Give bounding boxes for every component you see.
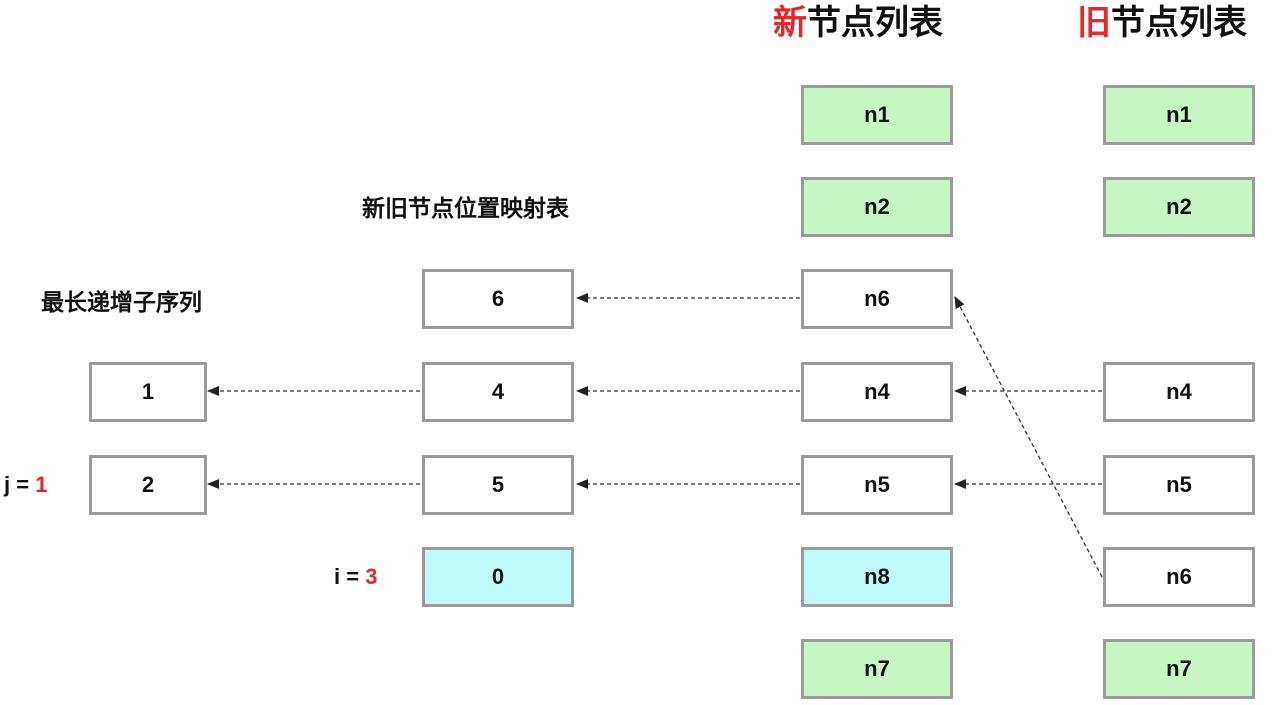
map-heading: 新旧节点位置映射表	[362, 196, 569, 222]
i-pointer-name: i =	[334, 564, 366, 589]
new-node-box: n2	[801, 177, 953, 237]
i-pointer-value: 3	[365, 564, 378, 589]
old-list-title-text: 节点列表	[1111, 3, 1247, 43]
old-node-box: n2	[1103, 177, 1255, 237]
lis-heading: 最长递增子序列	[41, 290, 202, 316]
old-list-title: 旧节点列表	[1077, 6, 1247, 40]
old-node-box: n7	[1103, 639, 1255, 699]
j-pointer-name: j =	[4, 472, 36, 497]
arrow-old-n6-to-new	[954, 296, 1103, 578]
new-node-box: n8	[801, 547, 953, 607]
new-node-box: n5	[801, 455, 953, 515]
old-node-box: n5	[1103, 455, 1255, 515]
i-pointer-label: i = 3	[334, 566, 377, 588]
lis-value-box: 1	[89, 362, 207, 422]
old-list-title-accent: 旧	[1077, 3, 1111, 43]
new-node-box: n7	[801, 639, 953, 699]
old-node-box: n6	[1103, 547, 1255, 607]
new-node-box: n4	[801, 362, 953, 422]
new-list-title: 新节点列表	[773, 6, 943, 40]
j-pointer-value: 1	[35, 472, 48, 497]
new-node-box: n1	[801, 85, 953, 145]
map-value-box: 4	[422, 362, 574, 422]
map-value-box: 5	[422, 455, 574, 515]
map-value-box: 6	[422, 269, 574, 329]
old-node-box: n4	[1103, 362, 1255, 422]
j-pointer-label: j = 1	[4, 474, 47, 496]
lis-value-box: 2	[89, 455, 207, 515]
new-list-title-accent: 新	[773, 3, 807, 43]
old-node-box: n1	[1103, 85, 1255, 145]
new-node-box: n6	[801, 269, 953, 329]
new-list-title-text: 节点列表	[807, 3, 943, 43]
map-value-box: 0	[422, 547, 574, 607]
